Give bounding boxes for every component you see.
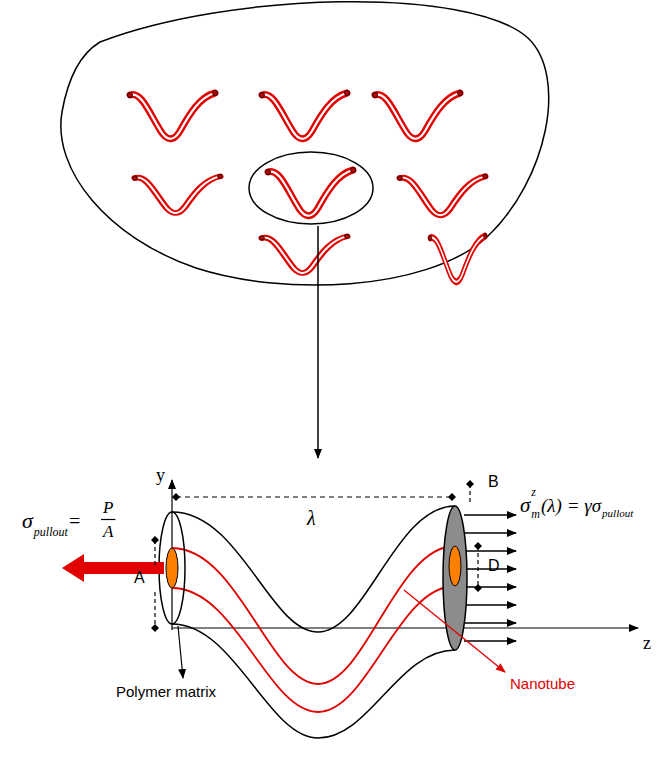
dimension-label: B (488, 474, 499, 490)
axis-label: y (156, 466, 165, 484)
superscript: z (531, 486, 536, 498)
subscript: m (531, 508, 540, 520)
subscript: pullout (602, 508, 633, 519)
fraction-denominator: A (103, 523, 113, 540)
fraction-bar (101, 519, 115, 520)
axis-label: z (643, 634, 651, 652)
fraction-numerator: P (103, 499, 113, 516)
dimension-label: A (134, 570, 145, 586)
part-label: Polymer matrix (116, 684, 216, 699)
part-label: Nanotube (510, 676, 575, 691)
equals-sign: = (69, 511, 80, 531)
formula-text: (λ) = γσ (541, 496, 601, 515)
dimension-label: D (488, 558, 500, 574)
subscript: pullout (34, 526, 68, 538)
wavelength-label: λ (307, 508, 316, 528)
symbol-sigma: σ (520, 495, 530, 516)
symbol-sigma: σ (22, 510, 33, 532)
